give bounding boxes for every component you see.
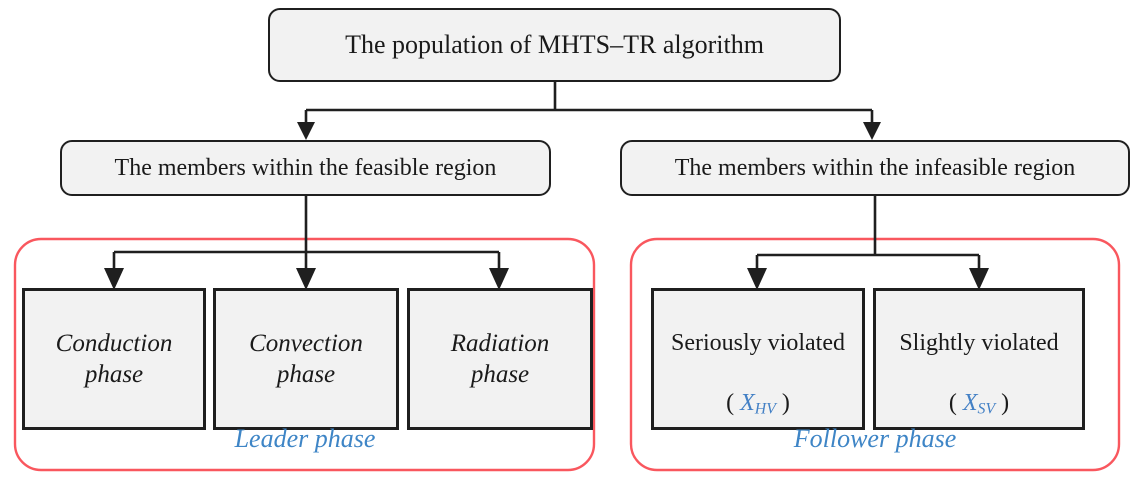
node-conduction-phase-label: Conduction phase (55, 329, 173, 388)
node-infeasible-region-label: The members within the infeasible region (674, 155, 1076, 181)
leader-phase-caption: Leader phase (234, 424, 376, 453)
serious-paren-open: ( (726, 390, 741, 417)
slight-symbol: XSV (962, 390, 996, 418)
node-infeasible-region[interactable]: The members within the infeasible region (620, 140, 1130, 196)
arrowhead-infeasible (863, 122, 881, 140)
node-seriously-violated-label: Seriously violated (671, 330, 845, 357)
node-convection-phase-label: Convection phase (249, 329, 363, 388)
node-population-root[interactable]: The population of MHTS–TR algorithm (268, 8, 841, 82)
node-conduction-phase[interactable]: Conduction phase (22, 288, 206, 430)
arrowhead-slight (969, 268, 989, 290)
node-slightly-violated[interactable]: Slightly violated ( XSV ) (873, 288, 1085, 430)
arrowhead-conduction (104, 268, 124, 290)
node-population-root-label: The population of MHTS–TR algorithm (345, 29, 764, 59)
serious-paren-close: ) (775, 390, 790, 417)
node-slightly-violated-label: Slightly violated (899, 330, 1059, 357)
follower-phase-caption: Follower phase (793, 424, 957, 453)
node-feasible-region-label: The members within the feasible region (114, 155, 497, 181)
arrowhead-serious (747, 268, 767, 290)
node-seriously-violated[interactable]: Seriously violated ( XHV ) (651, 288, 865, 430)
slight-paren-open: ( (948, 390, 963, 417)
serious-symbol-base: X (740, 390, 755, 417)
node-seriously-violated-text: Seriously violated ( XHV ) (671, 298, 845, 419)
node-convection-phase[interactable]: Convection phase (213, 288, 399, 430)
node-radiation-phase[interactable]: Radiation phase (407, 288, 593, 430)
arrowhead-feasible (297, 122, 315, 140)
arrowhead-convection (296, 268, 316, 290)
slight-symbol-subscript: SV (977, 400, 996, 418)
arrowhead-radiation (489, 268, 509, 290)
serious-symbol-subscript: HV (754, 400, 776, 418)
slight-paren-close: ) (995, 390, 1010, 417)
node-radiation-phase-label: Radiation phase (450, 329, 550, 388)
slight-symbol-base: X (962, 390, 978, 417)
node-feasible-region[interactable]: The members within the feasible region (60, 140, 551, 196)
serious-symbol: XHV (740, 390, 776, 418)
leader-group-boundary (13, 237, 596, 472)
node-slightly-violated-text: Slightly violated ( XSV ) (899, 298, 1058, 419)
